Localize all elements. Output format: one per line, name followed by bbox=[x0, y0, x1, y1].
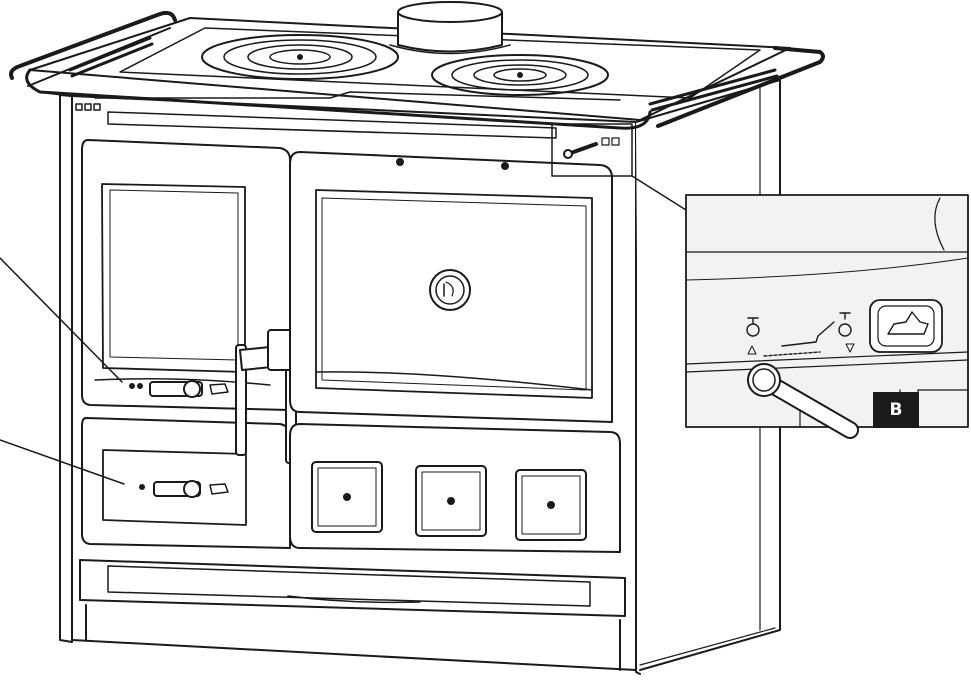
oven-door bbox=[289, 151, 613, 423]
bottom-drawer bbox=[79, 559, 626, 671]
lower-right-panel bbox=[289, 423, 621, 553]
flame-window-icon bbox=[869, 299, 943, 353]
thermometer-icon bbox=[429, 269, 471, 311]
damper-symbols bbox=[746, 312, 855, 357]
left-vent-icons bbox=[75, 103, 101, 111]
damper-rod bbox=[747, 363, 859, 439]
callout-label-b: B bbox=[873, 392, 919, 428]
detail-highlight bbox=[551, 123, 687, 211]
top-strip bbox=[107, 111, 557, 139]
burner-left bbox=[201, 34, 399, 80]
leader-line-lower bbox=[0, 439, 125, 485]
burner-right bbox=[431, 54, 609, 96]
ash-door bbox=[81, 417, 291, 549]
firebox-door bbox=[81, 139, 291, 411]
flue-pipe bbox=[389, 1, 511, 55]
detail-callout bbox=[685, 194, 969, 439]
leader-line-upper bbox=[0, 257, 123, 383]
